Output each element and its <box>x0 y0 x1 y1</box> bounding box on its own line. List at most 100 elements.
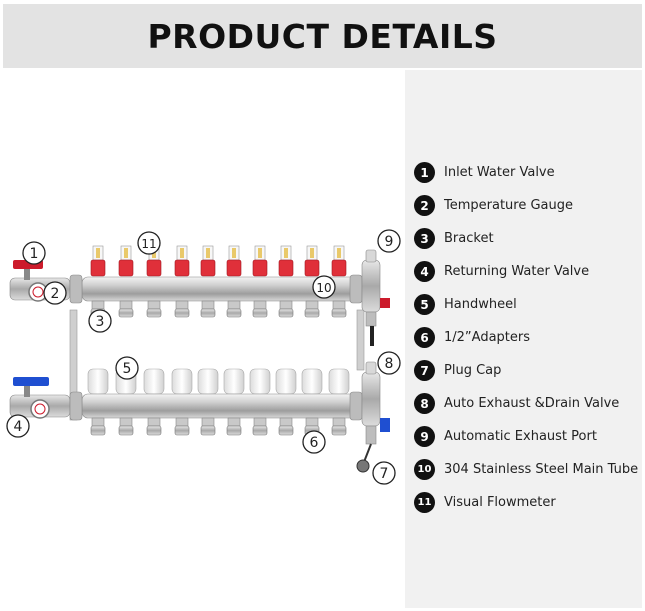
callout-number: 9 <box>385 234 394 250</box>
adapter <box>200 300 216 318</box>
handwheel-cap <box>223 368 245 395</box>
callout-number: 2 <box>51 286 60 302</box>
legend-number-badge: 1 <box>414 162 435 183</box>
adapter <box>118 300 134 318</box>
legend-number-badge: 11 <box>414 492 435 513</box>
page-title: PRODUCT DETAILS <box>147 16 498 56</box>
legend-item: 9 Automatic Exhaust Port <box>414 420 642 453</box>
legend-label: Temperature Gauge <box>444 198 574 213</box>
callout-number: 11 <box>141 237 156 251</box>
returning-water-valve <box>9 377 83 421</box>
callout-number: 7 <box>380 466 389 482</box>
callout-number: 1 <box>30 246 39 262</box>
legend-label: Auto Exhaust &Drain Valve <box>444 396 620 411</box>
adapter <box>226 300 242 318</box>
legend-number-badge: 10 <box>414 459 435 480</box>
visual-flowmeter <box>304 245 320 277</box>
callout-number: 6 <box>310 435 319 451</box>
adapter <box>146 417 162 436</box>
plug-cap-icon <box>356 459 370 473</box>
adapter <box>174 300 190 318</box>
title-banner: PRODUCT DETAILS <box>3 4 642 68</box>
legend-number-badge: 9 <box>414 426 435 447</box>
return-valve-handle <box>13 377 49 386</box>
adapter <box>278 300 294 318</box>
visual-flowmeter <box>278 245 294 277</box>
handwheel-cap <box>87 368 109 395</box>
callout-number: 4 <box>14 419 23 435</box>
legend-number-badge: 2 <box>414 195 435 216</box>
adapter <box>118 417 134 436</box>
callout-marker: 7 <box>372 461 396 485</box>
adapter <box>200 417 216 436</box>
adapter <box>174 417 190 436</box>
legend-panel <box>405 70 642 608</box>
handwheel-cap <box>328 368 350 395</box>
handwheel-cap <box>197 368 219 395</box>
handwheel-cap <box>249 368 271 395</box>
legend-item: 6 1/2”Adapters <box>414 321 642 354</box>
auto-exhaust-drain-valve <box>349 361 390 473</box>
callout-marker: 1 <box>22 241 46 265</box>
legend-label: Bracket <box>444 231 494 246</box>
visual-flowmeter <box>90 245 106 277</box>
legend-label: Returning Water Valve <box>444 264 590 279</box>
callout-marker: 5 <box>115 356 139 380</box>
automatic-exhaust-port <box>349 249 390 346</box>
callout-number: 10 <box>316 281 331 295</box>
callout-marker: 2 <box>43 281 67 305</box>
handwheel-cap <box>301 368 323 395</box>
adapter <box>304 300 320 318</box>
legend-number-badge: 4 <box>414 261 435 282</box>
legend-item: 8 Auto Exhaust &Drain Valve <box>414 387 642 420</box>
legend-number-badge: 8 <box>414 393 435 414</box>
adapter <box>146 300 162 318</box>
callout-marker: 3 <box>88 309 112 333</box>
visual-flowmeter <box>252 245 268 277</box>
adapter <box>226 417 242 436</box>
legend-item: 11 Visual Flowmeter <box>414 486 642 519</box>
legend-item: 2 Temperature Gauge <box>414 189 642 222</box>
legend-number-badge: 6 <box>414 327 435 348</box>
handwheel-cap <box>143 368 165 395</box>
adapter <box>331 300 347 318</box>
legend-label: Automatic Exhaust Port <box>444 429 597 444</box>
callout-number: 3 <box>96 314 105 330</box>
legend-item: 5 Handwheel <box>414 288 642 321</box>
visual-flowmeter <box>226 245 242 277</box>
callout-marker: 4 <box>6 414 30 438</box>
return-main-tube <box>81 393 358 419</box>
adapter <box>252 300 268 318</box>
legend-item: 10 304 Stainless Steel Main Tube <box>414 453 642 486</box>
bracket-right <box>356 309 365 371</box>
legend-label: Visual Flowmeter <box>444 495 556 510</box>
adapter <box>252 417 268 436</box>
legend-number-badge: 5 <box>414 294 435 315</box>
visual-flowmeter <box>118 245 134 277</box>
adapter <box>278 417 294 436</box>
callout-number: 8 <box>385 356 394 372</box>
visual-flowmeter <box>174 245 190 277</box>
return-temperature-gauge-icon <box>30 399 50 419</box>
manifold-diagram: 1 2 3 4 5 6 7 8 9 10 11 <box>6 229 401 485</box>
legend-label: Handwheel <box>444 297 517 312</box>
callout-marker: 10 <box>312 275 336 299</box>
callout-marker: 6 <box>302 430 326 454</box>
adapter <box>90 417 106 436</box>
handwheel-cap <box>275 368 297 395</box>
legend-label: 304 Stainless Steel Main Tube <box>444 462 639 477</box>
legend-label: Plug Cap <box>444 363 502 378</box>
legend-label: 1/2”Adapters <box>444 330 531 345</box>
callout-number: 5 <box>123 361 132 377</box>
visual-flowmeter <box>331 245 347 277</box>
visual-flowmeter <box>200 245 216 277</box>
callout-marker: 8 <box>377 351 401 375</box>
handwheel-cap <box>171 368 193 395</box>
adapter <box>331 417 347 436</box>
legend-number-badge: 7 <box>414 360 435 381</box>
legend-item: 3 Bracket <box>414 222 642 255</box>
legend-item: 4 Returning Water Valve <box>414 255 642 288</box>
legend-number-badge: 3 <box>414 228 435 249</box>
